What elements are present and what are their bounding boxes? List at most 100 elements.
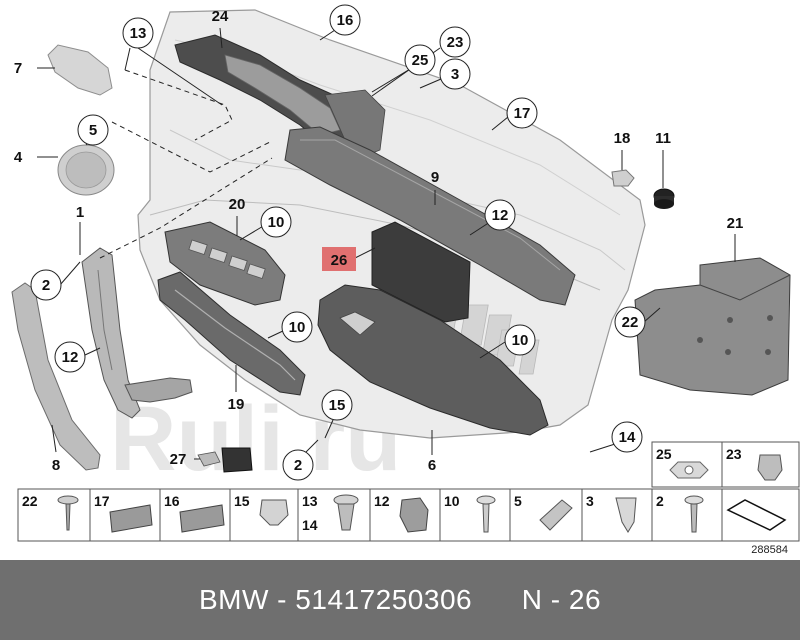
svg-text:14: 14	[302, 517, 318, 533]
svg-text:3: 3	[451, 66, 459, 83]
mirror-cover	[47, 44, 113, 96]
callout-2-b: 2	[282, 449, 314, 481]
callout-18: 18	[614, 130, 631, 147]
svg-text:15: 15	[329, 397, 346, 414]
callout-10-c: 10	[504, 324, 536, 356]
legend-tile-25: 25	[656, 446, 709, 479]
svg-text:14: 14	[619, 429, 636, 446]
callout-7: 7	[14, 60, 22, 77]
legend-tile-13-14: 13 14	[302, 493, 359, 533]
callout-5: 5	[77, 114, 109, 146]
armrest-trim	[157, 271, 306, 396]
position-label: N - 26	[521, 584, 602, 615]
callout-9: 9	[431, 169, 439, 186]
svg-text:23: 23	[447, 34, 464, 51]
svg-text:16: 16	[337, 12, 354, 29]
legend-tile-16: 16	[164, 493, 225, 533]
callout-2-a: 2	[30, 269, 62, 301]
callout-27: 27	[170, 451, 187, 468]
svg-text:21: 21	[727, 215, 744, 232]
connector-part-27	[197, 447, 253, 473]
legend-tile-3: 3	[586, 493, 637, 533]
svg-text:10: 10	[289, 319, 306, 336]
legend-bottom-row	[17, 488, 800, 542]
callout-15: 15	[321, 389, 353, 421]
callout-13: 13	[122, 17, 154, 49]
svg-text:12: 12	[374, 493, 390, 509]
svg-text:9: 9	[431, 169, 439, 186]
part-number: 51417250306	[295, 584, 473, 615]
svg-text:5: 5	[89, 122, 97, 139]
callout-19: 19	[228, 396, 245, 413]
brand-name: BMW	[198, 584, 269, 615]
svg-text:25: 25	[412, 52, 429, 69]
svg-text:4: 4	[14, 149, 23, 166]
handle-grip-cover	[11, 282, 101, 471]
legend-top-row	[651, 441, 800, 488]
window-switch-panel	[164, 221, 286, 306]
svg-text:23: 23	[726, 446, 742, 462]
decorative-trim-strip	[284, 126, 576, 306]
callout-12-b: 12	[54, 341, 86, 373]
svg-text:2: 2	[294, 457, 302, 474]
svg-text:27: 27	[170, 451, 187, 468]
exploded-parts-diagram: Ruli.ru	[11, 4, 800, 556]
svg-text:22: 22	[22, 493, 38, 509]
drawing-id: 288584	[751, 544, 788, 556]
part-info-footer: BMW - 51417250306 N - 26	[0, 560, 800, 640]
armrest-pad	[317, 284, 549, 436]
legend-tile-10: 10	[444, 493, 496, 533]
svg-text:17: 17	[94, 493, 110, 509]
svg-text:19: 19	[228, 396, 245, 413]
callout-8: 8	[52, 457, 60, 474]
svg-text:12: 12	[62, 349, 79, 366]
svg-text:12: 12	[492, 207, 509, 224]
svg-text:18: 18	[614, 130, 631, 147]
svg-text:15: 15	[234, 493, 250, 509]
svg-text:17: 17	[514, 105, 531, 122]
legend-tile-arrow	[726, 499, 787, 531]
callout-25: 25	[404, 44, 436, 76]
svg-text:13: 13	[130, 25, 147, 42]
speaker-grille	[57, 144, 115, 196]
svg-text:3: 3	[586, 493, 594, 509]
callout-3: 3	[439, 58, 471, 90]
callout-21: 21	[727, 215, 744, 232]
callout-10-a: 10	[260, 206, 292, 238]
legend-tile-17: 17	[94, 493, 153, 533]
legend-tile-22: 22	[22, 493, 79, 531]
svg-text:7: 7	[14, 60, 22, 77]
svg-text:13: 13	[302, 493, 318, 509]
clip-part-18	[611, 169, 635, 187]
svg-text:2: 2	[656, 493, 664, 509]
callout-4: 4	[14, 149, 23, 166]
svg-text:10: 10	[512, 332, 529, 349]
pull-handle	[81, 247, 193, 419]
sound-insulation-pad	[371, 221, 471, 323]
svg-text:5: 5	[514, 493, 522, 509]
svg-text:11: 11	[655, 130, 671, 147]
callout-14: 14	[611, 421, 643, 453]
legend-tile-23: 23	[726, 446, 783, 481]
svg-text:10: 10	[268, 214, 285, 231]
insulation-block	[634, 257, 791, 396]
callout-6: 6	[428, 457, 436, 474]
svg-text:10: 10	[444, 493, 460, 509]
svg-text:16: 16	[164, 493, 180, 509]
callout-22-a: 22	[614, 306, 646, 338]
callout-11: 11	[655, 130, 671, 147]
svg-text:1: 1	[76, 204, 84, 221]
callout-26-highlighted: 26	[322, 247, 356, 271]
svg-text:25: 25	[656, 446, 672, 462]
plug-part-11	[653, 188, 675, 209]
callout-12-a: 12	[484, 199, 516, 231]
svg-text:2: 2	[42, 277, 50, 294]
svg-text:20: 20	[229, 196, 246, 213]
callout-17: 17	[506, 97, 538, 129]
svg-text:6: 6	[428, 457, 436, 474]
callout-24: 24	[212, 8, 229, 25]
callout-1: 1	[76, 204, 84, 221]
callout-10-b: 10	[281, 311, 313, 343]
svg-text:24: 24	[212, 8, 229, 25]
